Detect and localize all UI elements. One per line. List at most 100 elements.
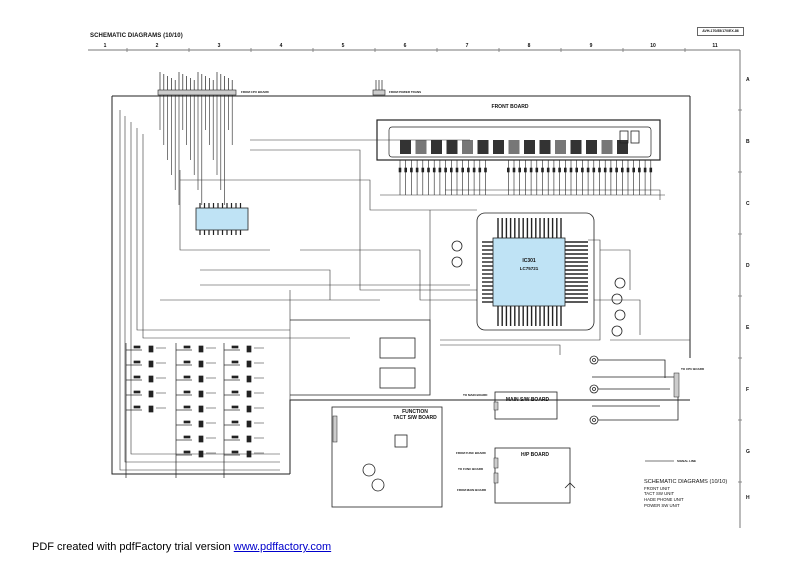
wire <box>179 170 270 251</box>
footer-item: HADE PHONE UNIT <box>644 497 684 502</box>
page-frame <box>88 48 742 528</box>
vfd-pin-resistor <box>438 167 442 173</box>
vfd-pin-resistor <box>427 167 430 173</box>
vfd-pin-resistor <box>592 167 596 173</box>
footer-item: TACT SW UNIT <box>644 491 675 496</box>
footer-item: FRONT UNIT <box>644 486 670 491</box>
vfd-digit <box>493 140 504 154</box>
switch-diode <box>246 375 252 383</box>
vfd-pin-resistor <box>598 167 601 173</box>
wire <box>119 110 280 471</box>
switch-diode <box>198 450 204 458</box>
ic-small-pins <box>199 203 242 235</box>
switch-diode <box>148 405 154 413</box>
grid-column-label: 3 <box>217 43 221 49</box>
vfd-digit <box>508 140 520 154</box>
switch-diode <box>246 450 252 458</box>
switch-diode <box>246 345 252 353</box>
vfd-pin-resistor <box>518 167 522 173</box>
vfd-pin-resistor <box>586 167 590 173</box>
ic301-part: LC75721 <box>519 266 539 271</box>
grid-column-label: 5 <box>341 43 345 49</box>
function-board-label-1: FUNCTION <box>402 409 428 415</box>
wire <box>130 122 280 455</box>
grid-column-label: 8 <box>527 43 531 49</box>
vfd-digit <box>446 140 458 154</box>
grid-row-label: H <box>746 495 750 501</box>
switch-button <box>231 450 239 454</box>
hp-board-label: H/P BOARD <box>521 452 549 458</box>
switch-diode <box>246 420 252 428</box>
wire <box>136 128 290 331</box>
vfd-pin-resistor <box>569 167 573 173</box>
ic-small <box>195 207 249 231</box>
from-power-label: FROM POWER TRANS <box>389 90 422 94</box>
switch-button <box>231 405 239 409</box>
hp-connector-1 <box>493 457 499 469</box>
grid-row-label: F <box>746 387 750 393</box>
switch-matrix <box>125 343 264 478</box>
vfd-pin-resistor <box>512 167 516 173</box>
function-board-label-2: TACT S/W BOARD <box>393 415 437 421</box>
main-sw-connector <box>493 401 499 411</box>
switch-diode <box>198 345 204 353</box>
vfd-7seg <box>630 130 640 144</box>
vfd-pin-resistor <box>626 167 630 173</box>
vfd-digit <box>586 140 597 154</box>
wire <box>600 249 631 290</box>
switch-diode <box>246 360 252 368</box>
vfd-pin-resistor <box>472 167 476 173</box>
vfd-pin-resistor <box>524 167 527 173</box>
wire <box>124 116 280 463</box>
vfd-pin-resistor <box>609 167 613 173</box>
cpu-connector <box>157 89 237 96</box>
front-board-label: FRONT BOARD <box>491 104 529 110</box>
vfd-pin-resistor <box>552 167 556 173</box>
switch-button <box>231 420 239 424</box>
vfd-pin-resistor <box>558 167 561 173</box>
func-connector <box>332 415 338 443</box>
ic301-name: IC301 <box>522 258 536 264</box>
grid-column-label: 4 <box>279 43 283 49</box>
vfd-pin-resistor <box>449 167 453 173</box>
rca-jacks <box>589 355 679 425</box>
wire <box>594 299 641 335</box>
vfd-digit <box>524 140 535 154</box>
vfd-pins <box>398 160 653 195</box>
switch-diode <box>246 390 252 398</box>
switch-diode <box>198 435 204 443</box>
wiring <box>119 110 690 471</box>
vfd-digit <box>555 140 566 154</box>
switch-diode <box>148 360 154 368</box>
wire <box>200 269 331 300</box>
wire <box>445 189 661 200</box>
switch-button <box>133 375 141 379</box>
grid-column-label: 9 <box>589 43 593 49</box>
switch-button <box>183 390 191 394</box>
vfd-digit <box>570 140 582 154</box>
pdf-creator-note: PDF created with pdfFactory trial versio… <box>32 541 331 553</box>
grid-row-label: E <box>746 325 750 331</box>
grid-column-label: 11 <box>712 43 718 49</box>
function-tact-board-outline <box>331 406 443 508</box>
to-func-label: TO FUNC BOARD <box>458 467 484 471</box>
switch-button <box>133 345 141 349</box>
switch-button <box>183 420 191 424</box>
model-code-box: AVH-170/85/170/EX-86 <box>697 27 744 36</box>
vfd-pin-resistor <box>478 167 482 173</box>
vfd-pin-resistor <box>421 167 425 173</box>
grid-row-label: C <box>746 201 750 207</box>
vfd-digit <box>477 140 489 154</box>
grid-column-label: 6 <box>403 43 407 49</box>
main-sw-board-label: MAIN S/W BOARD <box>505 397 550 403</box>
switch-button <box>183 375 191 379</box>
switch-button <box>231 345 239 349</box>
switch-button <box>183 345 191 349</box>
vfd-pin-resistor <box>563 167 567 173</box>
pdffactory-link[interactable]: www.pdffactory.com <box>233 541 332 553</box>
switch-button <box>183 360 191 364</box>
switch-button <box>231 375 239 379</box>
vfd-pin-resistor <box>432 167 436 173</box>
vfd-digit <box>617 140 628 154</box>
switch-button <box>231 435 239 439</box>
